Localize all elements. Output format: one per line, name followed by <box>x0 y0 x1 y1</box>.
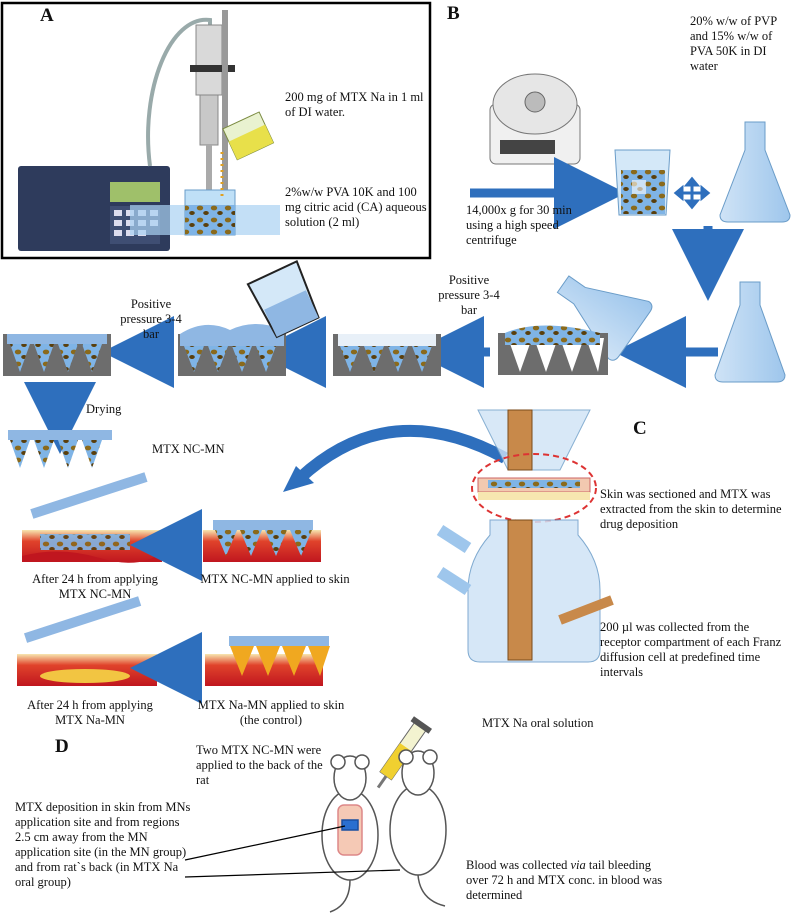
two-mn-label: Two MTX NC-MN were applied to the back o… <box>196 743 323 787</box>
curved-arrow <box>295 424 508 483</box>
nc-applied-label: MTX NC-MN applied to skin <box>200 572 350 586</box>
panel-label-b: B <box>447 3 460 24</box>
nc-beaker <box>614 149 671 216</box>
oral-solution-label: MTX Na oral solution <box>482 716 594 730</box>
pva-solution-label: 2%w/w PVA 10K and 100 mg citric acid (CA… <box>285 185 427 229</box>
rat-mn <box>321 754 379 913</box>
panel-label-d: D <box>55 736 69 757</box>
mould-1 <box>498 325 608 375</box>
mould-2 <box>333 334 441 376</box>
panel-label-a: A <box>40 5 54 26</box>
nc-after-label: After 24 h from applying MTX NC-MN <box>32 572 158 601</box>
pointer-2 <box>184 869 401 878</box>
panel-label-c: C <box>633 418 647 439</box>
nc-mn-label: MTX NC-MN <box>152 442 225 456</box>
receptor-sampling-label: 200 µl was collected from the receptor c… <box>600 620 782 679</box>
polymer-flask-2 <box>714 281 786 383</box>
skin-na-after <box>17 596 157 686</box>
centrifuge-label: 14,000x g for 30 min using a high speed … <box>466 203 572 247</box>
mould-3 <box>178 324 286 376</box>
pouring-flask <box>556 275 653 361</box>
deposition-label: MTX deposition in skin from MNs applicat… <box>15 800 191 889</box>
centrifuge <box>489 73 581 165</box>
mtx-solution-label: 200 mg of MTX Na in 1 ml of DI water. <box>285 90 424 119</box>
mould-4 <box>3 334 111 376</box>
pouring-beaker <box>246 260 320 339</box>
nc-mn-patch <box>8 430 112 468</box>
blood-collection-label: Blood was collected via tail bleeding ov… <box>466 858 663 902</box>
skin-nc-after <box>22 472 162 563</box>
skin-nc-applied <box>203 520 321 562</box>
na-after-label: After 24 h from applying MTX Na-MN <box>27 698 153 727</box>
mixing-arrows <box>673 176 711 210</box>
na-applied-label: MTX Na-MN applied to skin (the control) <box>197 698 345 727</box>
drying-label: Drying <box>86 402 122 416</box>
pressure-label-2: Positive pressure 3-4 bar <box>120 297 182 341</box>
franz-cell <box>436 409 614 663</box>
skin-extraction-label: Skin was sectioned and MTX was extracted… <box>600 487 782 531</box>
skin-na-applied <box>205 636 330 686</box>
rat-oral <box>389 749 447 907</box>
pointer-1 <box>184 825 346 861</box>
polymer-solution-label: 20% w/w of PVP and 15% w/w of PVA 50K in… <box>690 14 777 73</box>
polymer-flask-1 <box>719 121 791 223</box>
homogenizer-instrument <box>18 10 280 251</box>
pressure-label-1: Positive pressure 3-4 bar <box>438 273 500 317</box>
